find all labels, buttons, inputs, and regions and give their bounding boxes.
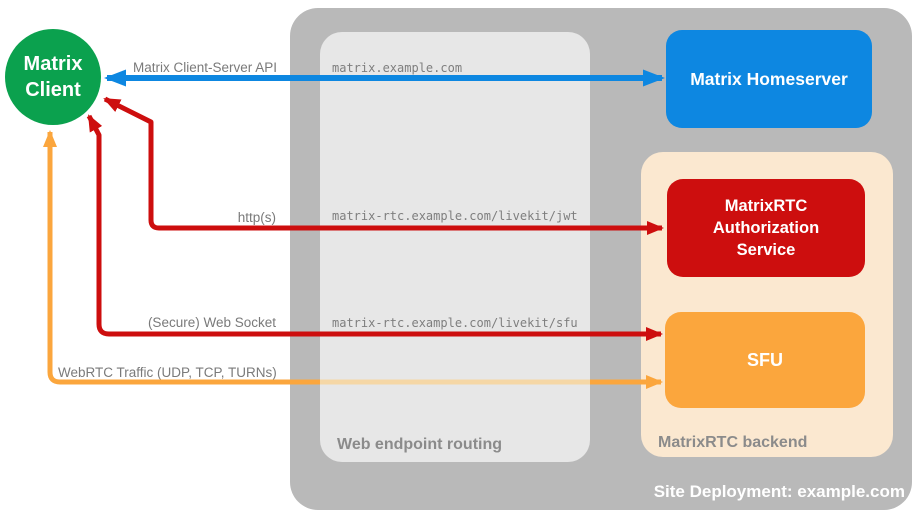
- https-arrow-label: http(s): [237, 210, 276, 225]
- matrix-client-label-line2: Client: [25, 79, 81, 101]
- site-deployment-label: Site Deployment: example.com: [653, 482, 905, 501]
- endpoint-matrix-example-com: matrix.example.com: [332, 61, 463, 75]
- matrix-client-label-line1: Matrix: [23, 53, 83, 75]
- matrixrtc-auth-service-label: MatrixRTC Authorization Service: [712, 197, 820, 259]
- websocket-arrow-label: (Secure) Web Socket: [147, 315, 276, 330]
- web-endpoint-routing-box: [320, 32, 590, 462]
- sfu-label: SFU: [747, 349, 783, 370]
- matrixrtc-auth-service-node: MatrixRTC Authorization Service: [667, 179, 865, 277]
- endpoint-livekit-sfu: matrix-rtc.example.com/livekit/sfu: [332, 316, 578, 330]
- matrixrtc-backend-label: MatrixRTC backend: [658, 434, 808, 451]
- client-server-api-arrow-label: Matrix Client-Server API: [132, 60, 277, 75]
- webrtc-traffic-arrow-label: WebRTC Traffic (UDP, TCP, TURNs): [58, 365, 277, 380]
- endpoint-livekit-jwt: matrix-rtc.example.com/livekit/jwt: [332, 209, 578, 223]
- webrtc-traffic-arrow-left: [43, 130, 322, 385]
- matrix-client-node: Matrix Client: [5, 29, 101, 125]
- matrix-homeserver-label: Matrix Homeserver: [690, 68, 848, 89]
- web-endpoint-routing-label: Web endpoint routing: [337, 436, 503, 453]
- matrix-homeserver-node: Matrix Homeserver: [666, 30, 872, 128]
- sfu-node: SFU: [665, 312, 865, 408]
